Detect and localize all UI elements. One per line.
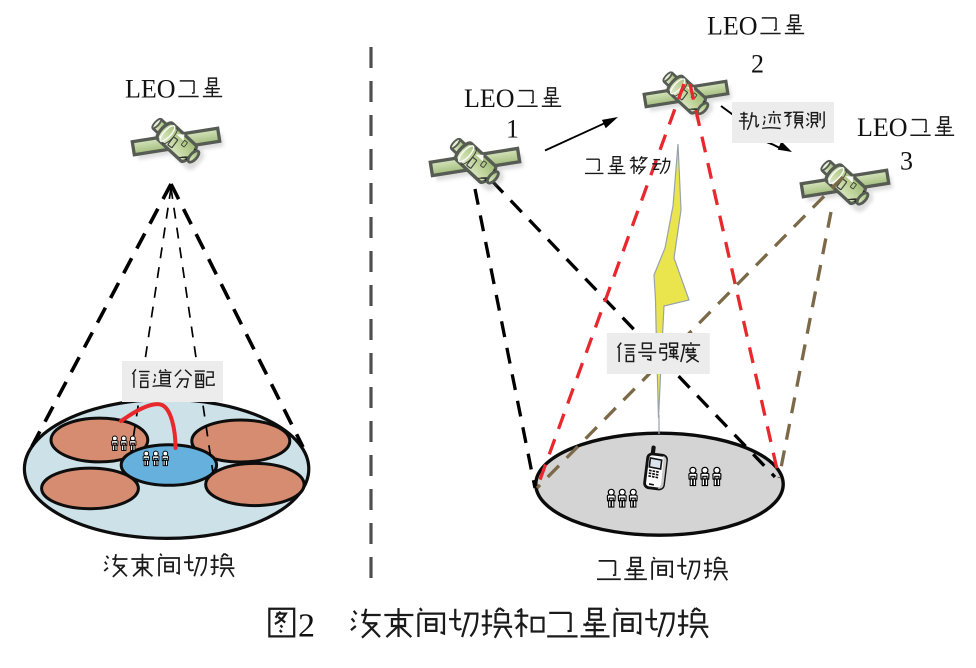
svg-text:LEO: LEO xyxy=(857,113,908,142)
svg-text:2: 2 xyxy=(751,50,764,79)
svg-text:LEO: LEO xyxy=(125,75,176,104)
svg-text:2: 2 xyxy=(298,608,315,645)
svg-text:1: 1 xyxy=(506,114,519,143)
svg-text:LEO: LEO xyxy=(707,12,758,41)
svg-text:LEO: LEO xyxy=(464,84,515,113)
svg-text:3: 3 xyxy=(900,147,913,176)
